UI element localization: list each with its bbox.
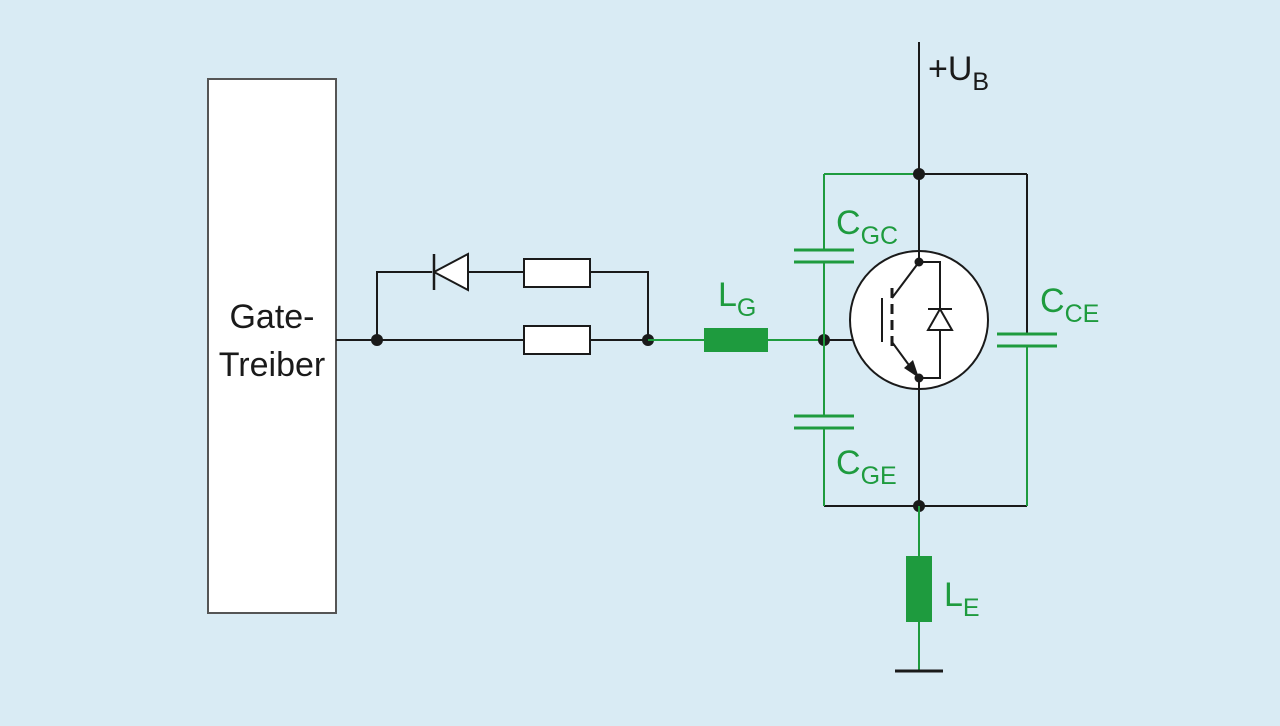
node-gate-split-left bbox=[371, 334, 383, 346]
diode-branch-wire-left bbox=[376, 271, 432, 340]
inductor-lg bbox=[704, 328, 768, 352]
gate-driver-block bbox=[207, 78, 337, 614]
le-label: LE bbox=[944, 576, 980, 622]
cge-label: CGE bbox=[836, 444, 897, 490]
diode-icon bbox=[431, 252, 469, 292]
igbt-icon bbox=[849, 174, 989, 506]
lg-label: LG bbox=[718, 276, 756, 322]
resistor-top bbox=[523, 258, 591, 288]
cgc-label: CGC bbox=[836, 204, 898, 250]
diode-branch-wire-right bbox=[590, 271, 649, 340]
inductor-le bbox=[906, 556, 932, 622]
resistor-bottom bbox=[523, 325, 591, 355]
gate-driver-label-line1: Gate- bbox=[229, 298, 314, 336]
cce-label: CCE bbox=[1040, 282, 1099, 328]
gate-driver-label-line2: Treiber bbox=[219, 346, 325, 384]
supply-label: +UB bbox=[928, 50, 989, 96]
